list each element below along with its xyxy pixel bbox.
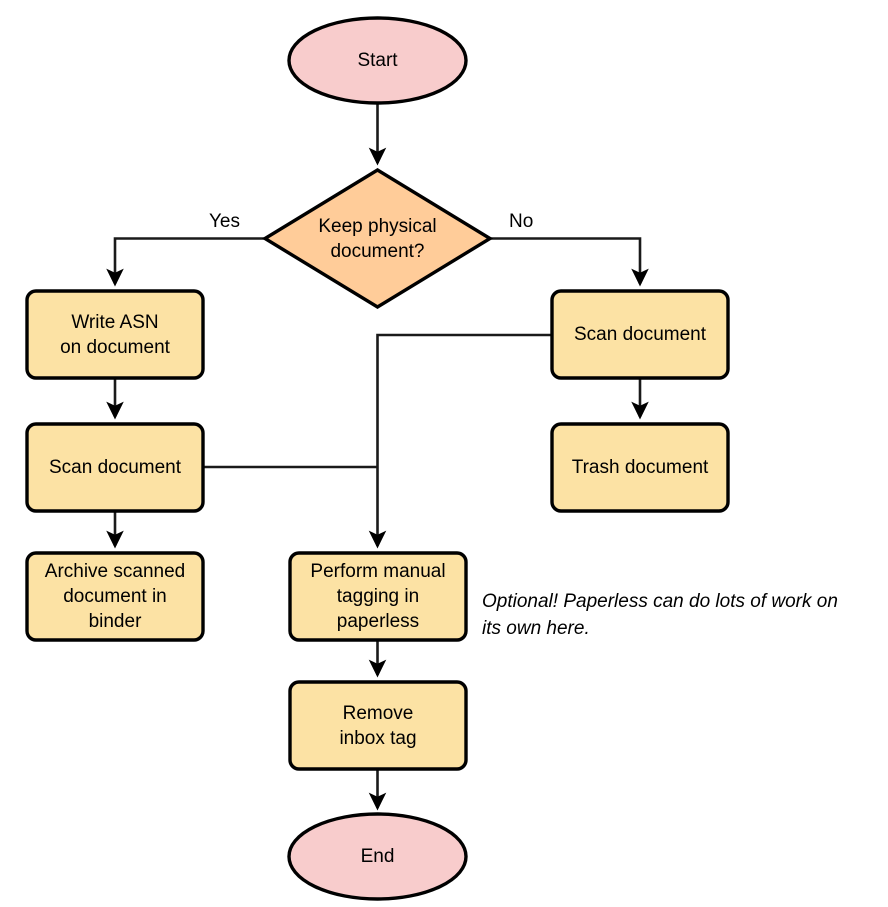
edge-label-no: No [509, 211, 534, 232]
edge-decision-yes-to-write-asn [106, 237, 266, 287]
node-remove-inbox-tag[interactable] [288, 680, 468, 771]
node-trash-document[interactable] [550, 422, 730, 513]
optional-note: Optional! Paperless can do lots of work … [482, 591, 838, 639]
node-scan-document-left[interactable] [25, 422, 205, 513]
node-decision-keep-physical-document[interactable] [261, 168, 494, 309]
node-write-asn-on-document[interactable] [25, 289, 205, 380]
node-end[interactable] [287, 812, 468, 901]
node-archive-scanned-document-in-binder[interactable] [25, 551, 205, 642]
node-perform-manual-tagging-in-paperless[interactable] [288, 551, 468, 642]
node-start[interactable] [287, 16, 468, 105]
edge-label-yes: Yes [209, 211, 240, 232]
node-scan-document-right[interactable] [550, 289, 730, 380]
edge-decision-no-to-scan-right [490, 237, 649, 287]
edge-scan-right-to-manual-tag [368, 333, 552, 549]
